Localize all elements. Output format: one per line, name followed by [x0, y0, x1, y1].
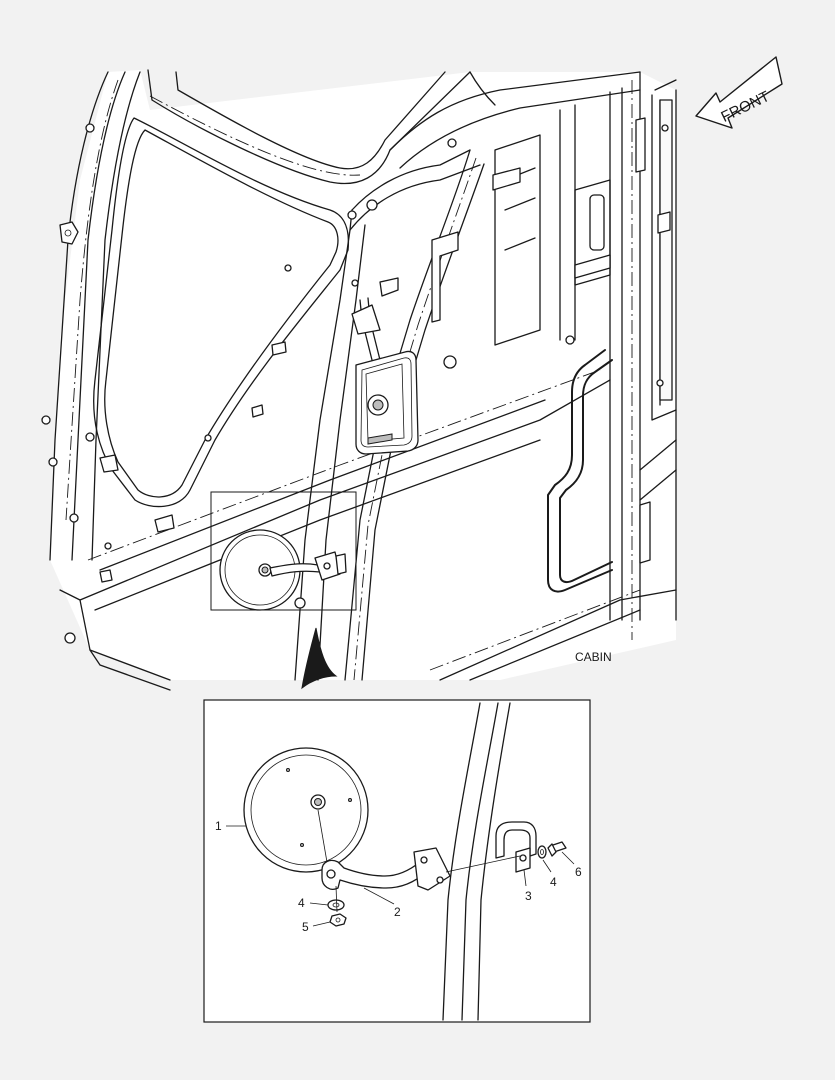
- callout-4-left: 4: [298, 896, 305, 910]
- round-mirror: [243, 747, 369, 873]
- detail-view: 1 2 3 4 4 5 6: [203, 699, 591, 1023]
- callout-3: 3: [525, 889, 532, 903]
- rectangular-mirror: [351, 277, 419, 455]
- cabin-illustration: [41, 69, 677, 691]
- callout-6: 6: [575, 865, 582, 879]
- callout-5: 5: [302, 920, 309, 934]
- mirror-stay: [321, 847, 451, 891]
- mounting-bracket: [495, 821, 537, 873]
- cabin-label: CABIN: [575, 650, 612, 664]
- callout-4-right: 4: [550, 875, 557, 889]
- mirror-overview: [210, 491, 357, 611]
- front-direction-arrow: FRONT: [695, 56, 783, 129]
- detail-pointer: [301, 627, 338, 690]
- callout-2: 2: [394, 905, 401, 919]
- callout-1: 1: [215, 819, 222, 833]
